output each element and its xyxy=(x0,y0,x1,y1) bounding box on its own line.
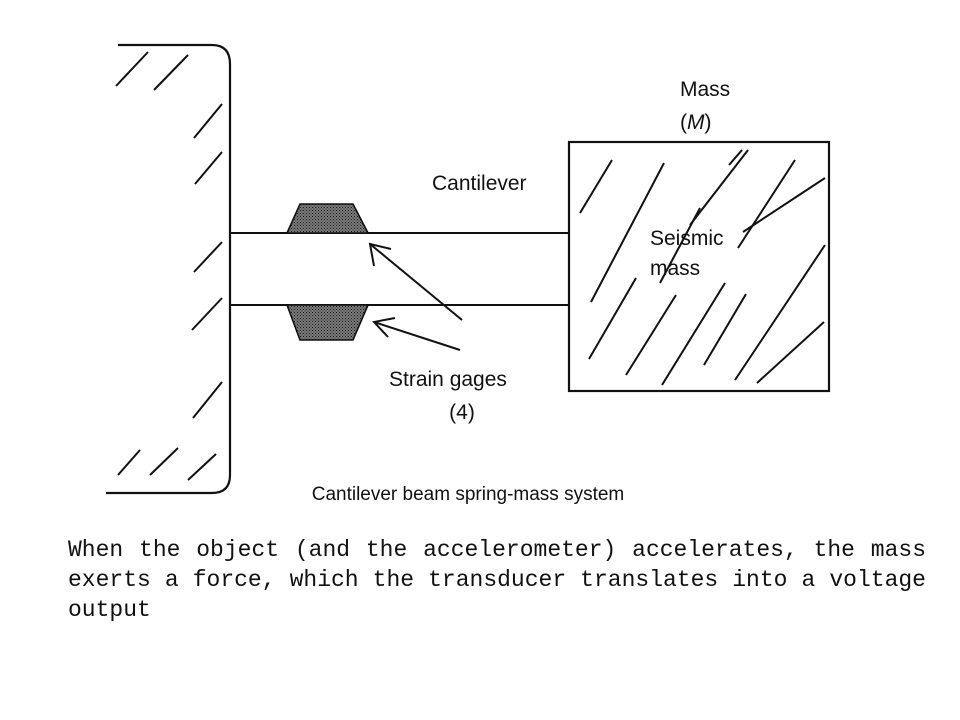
mass-close-paren: ) xyxy=(705,111,712,134)
mass-symbol: M xyxy=(687,111,705,134)
label-strain-gages-count: (4) xyxy=(449,401,475,424)
diagram-caption: Cantilever beam spring-mass system xyxy=(312,484,625,505)
wall-outline xyxy=(106,43,232,495)
mass-hatching xyxy=(579,149,826,386)
mass-outline xyxy=(567,140,831,393)
arrow-to-top-gage xyxy=(369,243,463,321)
label-cantilever: Cantilever xyxy=(432,172,527,195)
mass-open-paren: ( xyxy=(680,111,687,134)
label-seismic-mass: mass xyxy=(650,257,700,280)
label-mass-symbol: (M) xyxy=(680,111,712,134)
strain-gage-top xyxy=(285,203,370,234)
seismic-mass-block xyxy=(567,140,831,393)
arrow-to-bottom-gage xyxy=(373,321,461,351)
strain-gage-bottom xyxy=(285,304,370,341)
wall-support xyxy=(106,43,232,495)
arrowhead-top xyxy=(368,242,392,267)
wall-hatching xyxy=(115,51,223,481)
strain-gage-arrows xyxy=(368,242,463,351)
label-strain-gages: Strain gages xyxy=(389,368,507,391)
description-text: When the object (and the accelerometer) … xyxy=(68,537,926,623)
label-mass: Mass xyxy=(680,78,730,101)
label-seismic: Seismic xyxy=(650,227,724,250)
arrowhead-bottom xyxy=(372,317,396,338)
